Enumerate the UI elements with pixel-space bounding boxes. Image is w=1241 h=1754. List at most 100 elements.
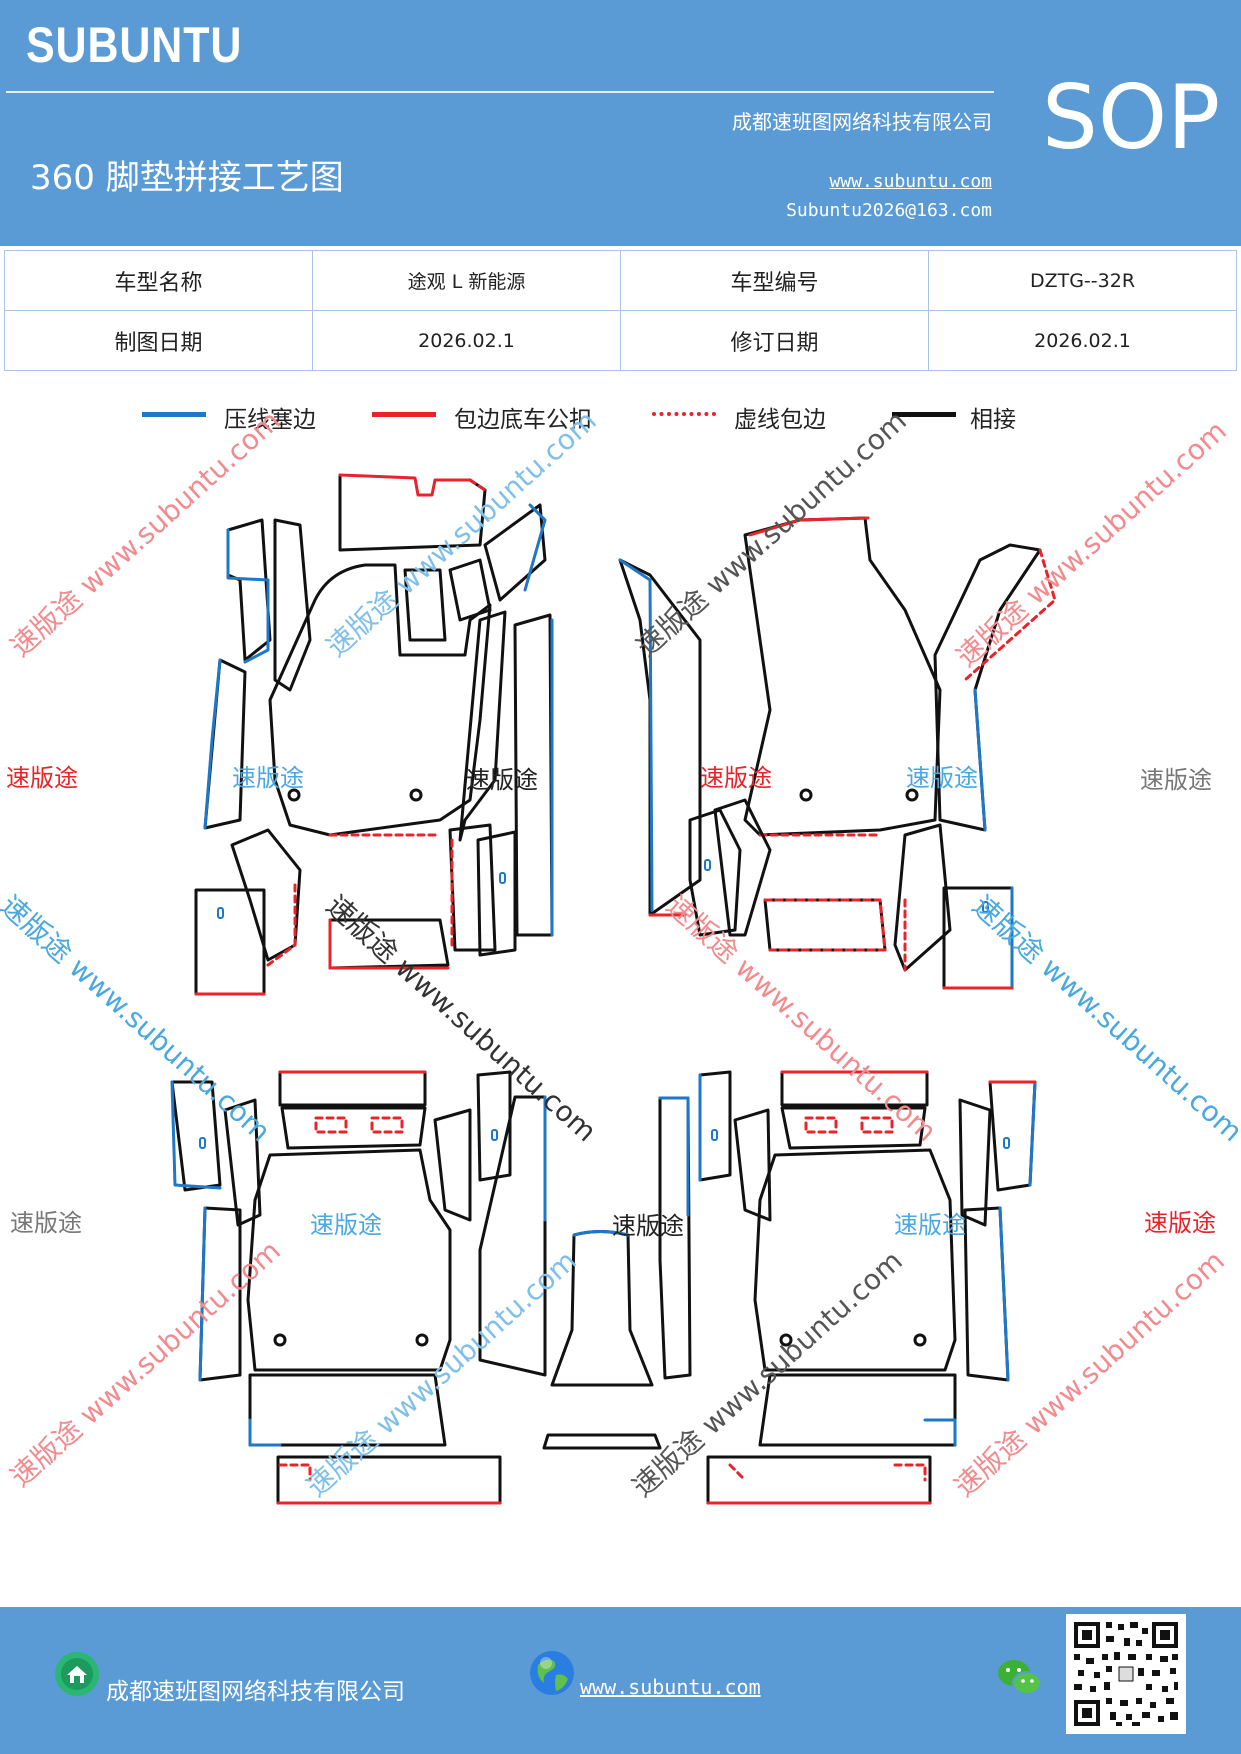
- mat-piece: [713, 798, 772, 937]
- mat-piece-edge: [278, 1463, 312, 1482]
- watermark-brand: 速版途: [10, 1209, 82, 1237]
- mat-piece: [273, 518, 312, 692]
- draw-date-value: 2026.02.1: [312, 310, 621, 371]
- legend-swatch-blue: [142, 412, 206, 417]
- mat-piece: [478, 1095, 547, 1377]
- mat-piece-edge: [203, 658, 222, 830]
- mat-piece: [403, 568, 447, 642]
- page-title: 360 脚垫拼接工艺图: [30, 158, 344, 198]
- brand-logo: SUBUNTU: [26, 17, 243, 73]
- clip-hole: [491, 1129, 498, 1141]
- website-link[interactable]: www.subuntu.com: [829, 171, 992, 192]
- model-name-value: 途观 L 新能源: [312, 250, 621, 311]
- mat-piece-edge: [328, 918, 450, 970]
- mat-piece-edge: [728, 1463, 927, 1482]
- tunnel-mat-group: [542, 1230, 662, 1450]
- mat-piece: [476, 1070, 512, 1182]
- mat-piece: [278, 1070, 427, 1107]
- table-row: 制图日期 2026.02.1 修订日期 2026.02.1: [4, 310, 1237, 371]
- mat-piece: [733, 1108, 772, 1222]
- legend-label: 包边底车公扣: [454, 407, 592, 433]
- clip-hole: [217, 907, 224, 919]
- mat-piece: [483, 503, 547, 602]
- mat-piece-edge: [226, 528, 270, 664]
- watermark-brand: 速版途: [906, 764, 978, 792]
- mat-piece: [448, 558, 492, 622]
- mat-piece-edge: [523, 503, 547, 592]
- passenger-mat-group: [618, 516, 1057, 990]
- anchor-hole: [779, 1333, 793, 1347]
- revise-date-value: 2026.02.1: [928, 310, 1237, 371]
- mat-piece-edge: [763, 898, 887, 952]
- model-name-label: 车型名称: [4, 250, 313, 311]
- mat-piece: [226, 518, 272, 662]
- main-rear-right-mat: [753, 1148, 957, 1372]
- legend-label: 虚线包边: [734, 407, 826, 433]
- mat-piece: [542, 1433, 662, 1450]
- qr-code: [1066, 1614, 1186, 1734]
- mat-piece: [223, 1098, 262, 1227]
- company-name: 成都速班图网络科技有限公司: [732, 110, 992, 134]
- watermark-brand: 速版途: [612, 1212, 684, 1240]
- mat-piece: [763, 898, 887, 952]
- mat-piece: [458, 610, 507, 842]
- mat-piece-edge: [998, 1206, 1010, 1382]
- floor-mat-diagram: [170, 473, 1057, 1505]
- mat-piece: [988, 1080, 1037, 1192]
- footer-band: 成都速班图网络科技有限公司 www.subuntu.com: [0, 1607, 1241, 1754]
- rear-left-mat-group: [170, 1070, 547, 1505]
- mat-piece-edge: [923, 1418, 957, 1447]
- rear-right-mat-group: [658, 1070, 1037, 1505]
- globe-icon: [530, 1651, 574, 1695]
- mat-piece-edge: [266, 883, 297, 967]
- mat-piece-edge: [860, 1116, 894, 1134]
- clip-hole: [982, 901, 989, 913]
- mat-piece: [280, 1106, 427, 1150]
- draw-date-label: 制图日期: [4, 310, 313, 371]
- watermark-brand: 速版途: [700, 764, 772, 792]
- mat-piece-edge: [248, 1418, 282, 1447]
- legend-swatch-red-dashed: [652, 412, 716, 416]
- email-address: Subuntu2026@163.com: [786, 200, 992, 221]
- legend-label: 压线塞边: [224, 407, 316, 433]
- model-code-label: 车型编号: [620, 250, 929, 311]
- table-row: 车型名称 途观 L 新能源 车型编号 DZTG--32R: [4, 250, 1237, 311]
- mat-piece-edge: [973, 688, 987, 832]
- clip-hole: [199, 1137, 206, 1149]
- qr-code-icon: [1074, 1622, 1178, 1726]
- model-info-table: 车型名称 途观 L 新能源 车型编号 DZTG--32R 制图日期 2026.0…: [4, 250, 1237, 371]
- mat-piece: [688, 808, 742, 937]
- mat-piece-edge: [618, 558, 654, 912]
- watermark-brand: 速版途: [6, 764, 78, 792]
- mat-piece-edge: [198, 1206, 207, 1382]
- watermark-brand: 速版途: [1144, 1209, 1216, 1237]
- mat-piece-edge: [748, 516, 870, 537]
- clip-hole: [1003, 1137, 1010, 1149]
- header-divider: [6, 91, 994, 93]
- anchor-hole: [409, 788, 423, 802]
- anchor-hole: [905, 788, 919, 802]
- anchor-hole: [287, 788, 301, 802]
- mat-piece: [448, 823, 497, 952]
- legend-swatch-red: [372, 412, 436, 417]
- watermark-brand: 速版途: [466, 766, 538, 794]
- watermark-brand: 速版途: [894, 1211, 966, 1239]
- watermark-brand: 速版途: [1140, 766, 1212, 794]
- mat-piece: [893, 823, 952, 972]
- mat-piece: [170, 1080, 222, 1192]
- mat-piece-edge: [314, 1116, 348, 1134]
- driver-mat-group: [194, 473, 554, 996]
- watermark-brand: 速版途: [310, 1211, 382, 1239]
- mat-piece: [433, 1108, 472, 1222]
- mat-piece-edge: [963, 548, 1057, 682]
- footer-url[interactable]: www.subuntu.com: [580, 1675, 761, 1699]
- clip-hole: [704, 859, 711, 871]
- mat-piece: [698, 1070, 732, 1182]
- mat-piece-edge: [468, 478, 487, 492]
- model-code-value: DZTG--32R: [928, 250, 1237, 311]
- watermark-brand: 速版途: [232, 764, 304, 792]
- header-band: SUBUNTU SOP 成都速班图网络科技有限公司 360 脚垫拼接工艺图 ww…: [0, 0, 1241, 246]
- mat-piece-edge: [170, 1080, 222, 1190]
- legend-swatch-black: [892, 412, 956, 417]
- mat-piece: [476, 830, 517, 957]
